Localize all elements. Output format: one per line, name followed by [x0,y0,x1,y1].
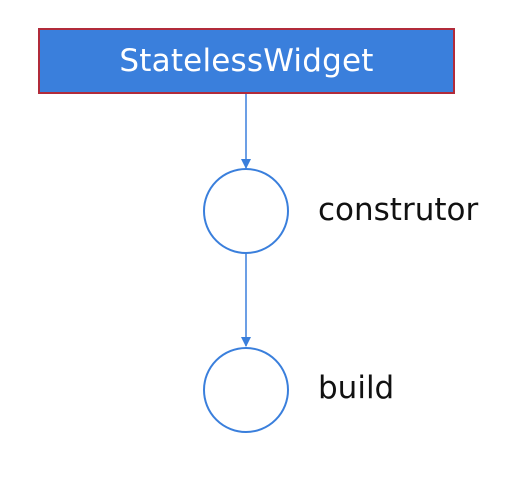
build-label: build [318,370,395,406]
stateless-widget-box: StatelessWidget [38,28,455,94]
constructor-label: construtor [318,192,479,228]
constructor-node-circle [203,168,289,254]
build-node-circle [203,347,289,433]
